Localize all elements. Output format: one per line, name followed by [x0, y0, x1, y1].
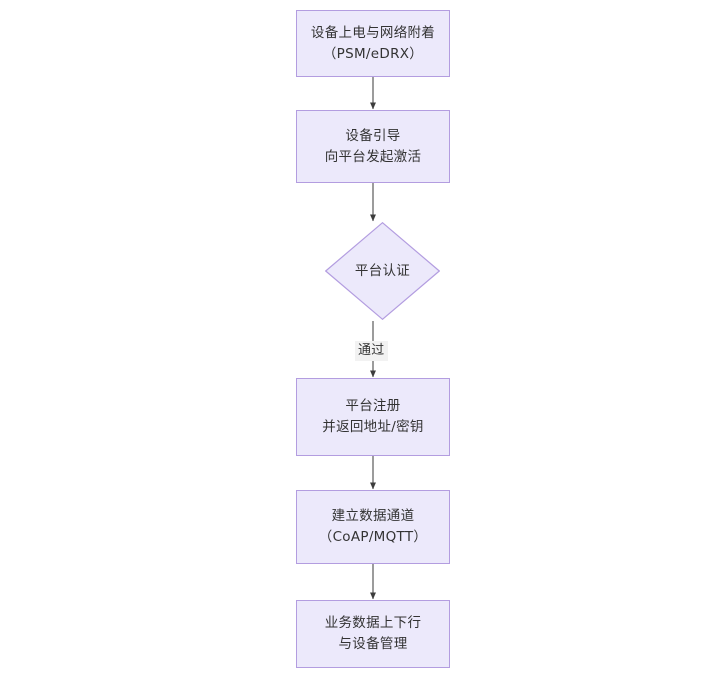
- node-platform-register[interactable]: 平台注册 并返回地址/密钥: [296, 378, 450, 456]
- node-data-channel[interactable]: 建立数据通道 （CoAP/MQTT）: [296, 490, 450, 564]
- node-bootstrap-line-1: 设备引导: [345, 127, 401, 144]
- node-platform-register-line-1: 平台注册: [345, 398, 401, 415]
- node-platform-register-line-2: 并返回地址/密钥: [322, 419, 424, 435]
- node-business-data-line-2: 与设备管理: [338, 636, 408, 652]
- node-business-data-line-1: 业务数据上下行: [324, 615, 422, 632]
- node-data-channel-line-1: 建立数据通道: [331, 508, 415, 525]
- node-bootstrap-line-2: 向平台发起激活: [324, 148, 422, 165]
- node-data-channel-line-2: （CoAP/MQTT）: [318, 529, 428, 545]
- node-platform-auth-label: 平台认证: [354, 262, 411, 279]
- node-business-data[interactable]: 业务数据上下行 与设备管理: [296, 600, 450, 668]
- node-power-on-line-2: （PSM/eDRX）: [322, 45, 424, 62]
- node-power-on-line-1: 设备上电与网络附着: [310, 24, 436, 41]
- node-power-on[interactable]: 设备上电与网络附着 （PSM/eDRX）: [296, 10, 450, 77]
- node-bootstrap[interactable]: 设备引导 向平台发起激活: [296, 110, 450, 183]
- edge-label-pass: 通过: [355, 341, 388, 362]
- node-platform-auth[interactable]: 平台认证: [325, 222, 440, 320]
- diamond-shape: [325, 222, 440, 320]
